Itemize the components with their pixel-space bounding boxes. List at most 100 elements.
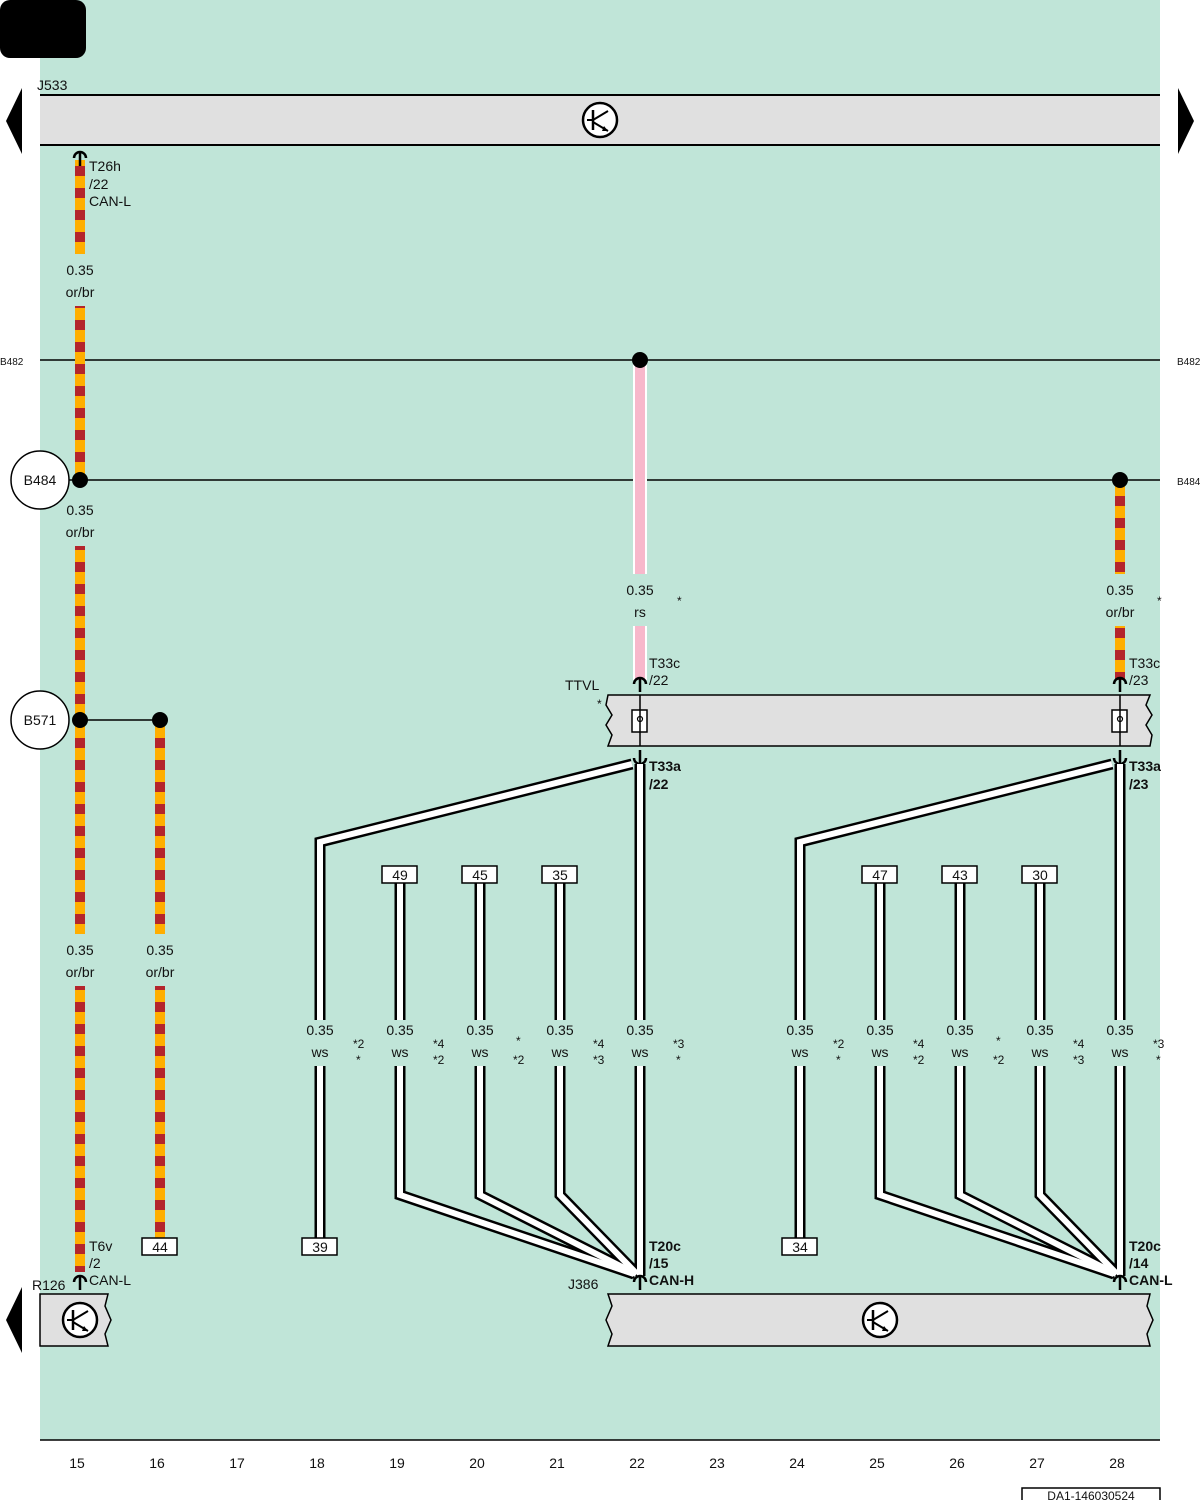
ws-22-note1: *3	[673, 1037, 685, 1051]
wire-col15-upper	[75, 306, 85, 480]
wire-col22-pink-upper-fill	[635, 360, 645, 574]
ws-19-color: ws	[390, 1044, 408, 1060]
t26h-name: T26h	[89, 158, 121, 174]
b482-right-label: B482	[1177, 357, 1200, 368]
ws-labels: 0.35 ws *2 * 0.35 ws *4 *2 0.35 ws * *2 …	[306, 1022, 1164, 1067]
b484-junction-col15	[72, 472, 88, 488]
ref-box-35[interactable]: 35	[541, 865, 578, 884]
ws-26-note1: *	[996, 1034, 1001, 1048]
ws-18-size: 0.35	[306, 1022, 333, 1038]
j533-control-unit-icon	[581, 101, 619, 139]
ws-18-note1: *2	[353, 1037, 365, 1051]
col-label-28: 28	[1109, 1455, 1125, 1471]
wire-28-color: or/br	[1106, 604, 1135, 620]
ws-20-note1: *	[516, 1034, 521, 1048]
wire-15c-size: 0.35	[66, 942, 93, 958]
ws-27-color: ws	[1030, 1044, 1048, 1060]
ttvl-label: TTVL	[565, 677, 599, 693]
b571-circle	[10, 690, 70, 750]
ref-box-34[interactable]: 34	[781, 1237, 818, 1256]
next-page-icon[interactable]	[1178, 88, 1194, 154]
ws-22-note2: *	[676, 1053, 681, 1067]
ws-24-size: 0.35	[786, 1022, 813, 1038]
ws-20-size: 0.35	[466, 1022, 493, 1038]
ref-box-47[interactable]: 47	[861, 865, 898, 884]
col-label-15: 15	[69, 1455, 85, 1471]
t20c-14-signal: CAN-L	[1129, 1272, 1173, 1288]
t6v-name: T6v	[89, 1238, 112, 1254]
ws-22-size: 0.35	[626, 1022, 653, 1038]
col-label-17: 17	[229, 1455, 245, 1471]
ref-box-47-label: 47	[872, 867, 888, 883]
b571-circle-label: B571	[24, 712, 57, 728]
ws-27-size: 0.35	[1026, 1022, 1053, 1038]
b484-junction-col28	[1112, 472, 1128, 488]
ttvl-star: *	[597, 697, 602, 711]
ws-26-color: ws	[950, 1044, 968, 1060]
wire-16-color: or/br	[146, 964, 175, 980]
col-label-16: 16	[149, 1455, 165, 1471]
ref-box-49[interactable]: 49	[381, 865, 418, 884]
ref-box-44[interactable]: 44	[141, 1237, 178, 1256]
wire-15a-size: 0.35	[66, 262, 93, 278]
wire-col28-lower	[1115, 626, 1125, 680]
ref-box-34-label: 34	[792, 1239, 808, 1255]
ws-26-note2: *2	[993, 1053, 1005, 1067]
ws-18-note2: *	[356, 1053, 361, 1067]
ws-19-note1: *4	[433, 1037, 445, 1051]
wire-col22-pink-lower-fill	[635, 626, 645, 680]
b484-circle-label: B484	[24, 472, 57, 488]
ref-box-45[interactable]: 45	[461, 865, 498, 884]
t20c-15-pin: /15	[649, 1255, 669, 1271]
ref-box-45-label: 45	[472, 867, 488, 883]
ws-19-note2: *2	[433, 1053, 445, 1067]
r126-label: R126	[32, 1277, 66, 1293]
t33a-23-pin: /23	[1129, 776, 1149, 792]
doc-id-box	[1021, 1487, 1161, 1500]
ref-box-30[interactable]: 30	[1021, 865, 1058, 884]
fuse-icon-28	[1111, 695, 1128, 746]
ws-20-color: ws	[470, 1044, 488, 1060]
ref-box-39[interactable]: 39	[301, 1237, 338, 1256]
col-label-20: 20	[469, 1455, 485, 1471]
col-label-21: 21	[549, 1455, 565, 1471]
prev-page-bottom-icon[interactable]	[6, 1287, 22, 1353]
b482-junction-col22	[632, 352, 648, 368]
b484-right-label: B484	[1177, 477, 1200, 488]
ws-24-note2: *	[836, 1053, 841, 1067]
col-label-18: 18	[309, 1455, 325, 1471]
ws-21-size: 0.35	[546, 1022, 573, 1038]
ws-27-note1: *4	[1073, 1037, 1085, 1051]
ws-21-color: ws	[550, 1044, 568, 1060]
ws-25-color: ws	[870, 1044, 888, 1060]
col-label-26: 26	[949, 1455, 965, 1471]
t33a-23-name: T33a	[1129, 758, 1161, 774]
wire-col15-top	[75, 160, 85, 254]
ws-28-note2: *	[1156, 1053, 1161, 1067]
ref-box-49-label: 49	[392, 867, 408, 883]
wire-28-size: 0.35	[1106, 582, 1133, 598]
ref-box-43[interactable]: 43	[941, 865, 978, 884]
ws-19-size: 0.35	[386, 1022, 413, 1038]
ws-wire-group	[314, 758, 1126, 1280]
prev-page-icon[interactable]	[6, 88, 22, 154]
wire-22-note: *	[677, 594, 682, 608]
ws-28-note1: *3	[1153, 1037, 1165, 1051]
wire-col15-bottom	[75, 986, 85, 1272]
t33c-23-name: T33c	[1129, 655, 1160, 671]
col-label-19: 19	[389, 1455, 405, 1471]
ws-25-size: 0.35	[866, 1022, 893, 1038]
ws-24-note1: *2	[833, 1037, 845, 1051]
wire-15c-color: or/br	[66, 964, 95, 980]
wire-15b-size: 0.35	[66, 502, 93, 518]
wire-col16-lower	[155, 986, 165, 1238]
j533-label: J533	[37, 77, 68, 93]
col-label-25: 25	[869, 1455, 885, 1471]
wire-col15-middle	[75, 546, 85, 934]
grid-column-labels: 15 16 17 18 19 20 21 22 23 24 25 26 27 2…	[69, 1455, 1125, 1471]
fuse-icon-22	[631, 695, 648, 746]
t33c-22-pin: /22	[649, 672, 669, 688]
j386-control-unit-icon	[861, 1301, 899, 1339]
ws-25-note2: *2	[913, 1053, 925, 1067]
